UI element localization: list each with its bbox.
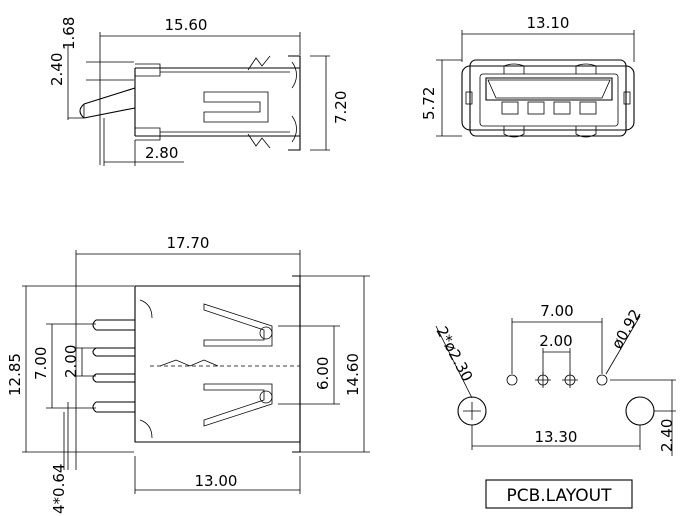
top-pin-pitch-label: 2.00 bbox=[62, 345, 80, 378]
top-spring-gap-label: 6.00 bbox=[314, 357, 332, 390]
pcb-layout: 7.00 2.00 ø0.92 2*ø2.30 13.30 2.40 PCB.L… bbox=[432, 302, 676, 509]
top-pin-span-label: 7.00 bbox=[32, 347, 50, 380]
pin-hole-4 bbox=[596, 374, 608, 386]
pcb-post-span-label: 13.30 bbox=[535, 428, 578, 446]
pcb-pin-hole-label: ø0.92 bbox=[608, 306, 645, 352]
pcb-pin-pitch-label: 2.00 bbox=[539, 332, 572, 350]
front-view: 13.10 5.72 bbox=[420, 14, 635, 138]
pcb-pin-span-label: 7.00 bbox=[540, 302, 573, 320]
pin-hole-1 bbox=[506, 374, 518, 386]
side-height-label: 7.20 bbox=[332, 91, 350, 124]
top-view: 17.70 12.85 7.00 2.00 6.00 14.60 13.00 4… bbox=[6, 234, 370, 514]
top-overall-length-label: 17.70 bbox=[167, 234, 210, 252]
top-shell-width-label: 14.60 bbox=[344, 353, 362, 396]
pcb-layout-title: PCB.LAYOUT bbox=[506, 486, 612, 506]
pcb-post-holes-label: 2*ø2.30 bbox=[432, 323, 476, 384]
side-view: 15.60 1.68 2.40 7.20 2.80 bbox=[48, 16, 350, 166]
post-hole-right bbox=[625, 396, 655, 426]
top-overall-width-label: 12.85 bbox=[6, 353, 24, 396]
front-width-label: 13.10 bbox=[527, 14, 570, 32]
top-pin-width-label: 4*0.64 bbox=[50, 464, 68, 514]
side-length-label: 15.60 bbox=[165, 16, 208, 34]
top-body-length-label: 13.00 bbox=[195, 472, 238, 490]
side-pin-offset-label: 1.68 bbox=[60, 17, 78, 50]
pcb-post-offset-label: 2.40 bbox=[658, 419, 676, 452]
front-height-label: 5.72 bbox=[420, 87, 438, 120]
pcb-title-box bbox=[485, 479, 633, 509]
side-pin-length-label: 2.80 bbox=[145, 144, 178, 162]
side-pin-height-label: 2.40 bbox=[48, 53, 66, 86]
